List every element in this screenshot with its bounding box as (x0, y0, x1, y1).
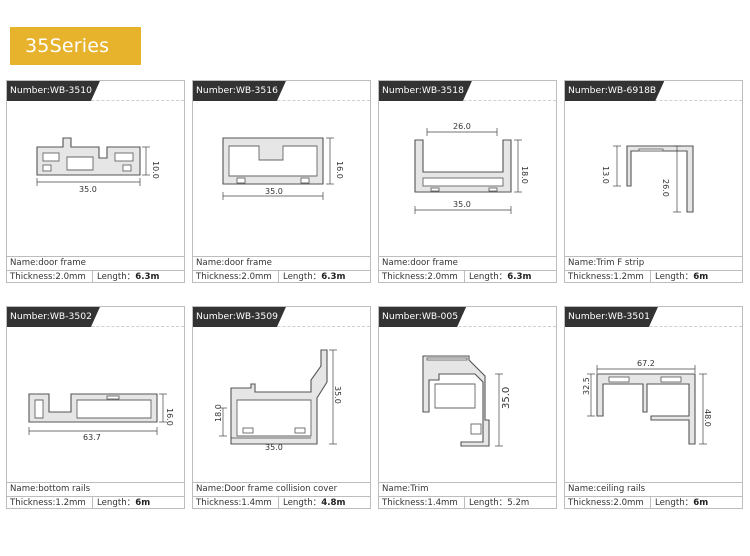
product-number: Number:WB-005 (379, 307, 466, 327)
thickness: Thickness:1.2mm (568, 272, 644, 282)
product-name: Name:door frame (193, 256, 370, 270)
product-name: Name:Trim (379, 482, 556, 496)
product-spec: Thickness:2.0mm Length：6.3m (7, 270, 184, 283)
length: Length：6m (650, 497, 708, 509)
product-spec: Thickness:1.4mm Length：5.2m (379, 496, 556, 509)
product-spec: Thickness:1.4mm Length：4.8m (193, 496, 370, 509)
product-number: Number:WB-6918B (565, 81, 664, 101)
length: Length：6.3m (464, 271, 531, 283)
dim-width: 63.7 (83, 433, 101, 442)
product-name: Name:ceiling rails (565, 482, 742, 496)
dim-width: 35.0 (265, 443, 283, 452)
product-spec: Thickness:1.2mm Length：6m (7, 496, 184, 509)
dim-top-width: 67.2 (637, 359, 655, 368)
product-name: Name:bottom rails (7, 482, 184, 496)
profile-drawing: 67.2 32.5 48.0 (565, 328, 742, 482)
product-number: Number:WB-3502 (7, 307, 100, 327)
dim-top-width: 26.0 (453, 122, 471, 131)
series-title: 35Series (10, 27, 141, 65)
thickness: Thickness:2.0mm (196, 272, 272, 282)
product-number: Number:WB-3510 (7, 81, 100, 101)
length: Length：6m (650, 271, 708, 283)
dim-short: 13.0 (601, 166, 610, 184)
thickness: Thickness:1.4mm (382, 498, 458, 508)
product-card-wb-3502[interactable]: Number:WB-3502 16.0 63.7 Name:bottom rai… (6, 306, 185, 509)
profile-drawing: 35.0 (379, 328, 556, 482)
length: Length：4.8m (278, 497, 345, 509)
length: Length：6m (92, 497, 150, 509)
dim-height: 18.0 (520, 166, 529, 184)
profile-drawing: 16.0 35.0 (193, 102, 370, 256)
product-card-wb-005[interactable]: Number:WB-005 35.0 Name:Trim Thickness:1… (378, 306, 557, 509)
card-header: Number:WB-3518 (379, 81, 556, 101)
dim-height-right: 48.0 (703, 409, 712, 427)
card-header: Number:WB-005 (379, 307, 556, 327)
product-card-wb-6918b[interactable]: Number:WB-6918B 13.0 26.0 Name:Trim F st… (564, 80, 743, 283)
product-name: Name:door frame (379, 256, 556, 270)
dim-height: 16.0 (165, 408, 174, 426)
length: Length：5.2m (464, 497, 529, 509)
dim-height-right: 35.0 (333, 386, 342, 404)
product-spec: Thickness:2.0mm Length：6m (565, 496, 742, 509)
product-number: Number:WB-3501 (565, 307, 658, 327)
profile-drawing: 10.0 35.0 (7, 102, 184, 256)
dim-height-left: 18.0 (214, 404, 223, 422)
card-header: Number:WB-3516 (193, 81, 370, 101)
dim-height: 10.0 (151, 161, 160, 179)
dim-width: 35.0 (453, 200, 471, 209)
profile-drawing: 13.0 26.0 (565, 102, 742, 256)
product-card-wb-3509[interactable]: Number:WB-3509 18.0 35.0 35.0 Name:Door … (192, 306, 371, 509)
product-number: Number:WB-3518 (379, 81, 472, 101)
thickness: Thickness:1.4mm (196, 498, 272, 508)
thickness: Thickness:2.0mm (382, 272, 458, 282)
product-spec: Thickness:2.0mm Length：6.3m (193, 270, 370, 283)
product-spec: Thickness:1.2mm Length：6m (565, 270, 742, 283)
card-header: Number:WB-3509 (193, 307, 370, 327)
profile-drawing: 16.0 63.7 (7, 328, 184, 482)
card-header: Number:WB-3501 (565, 307, 742, 327)
dim-height-left: 32.5 (582, 377, 591, 395)
profile-drawing: 26.0 18.0 35.0 (379, 102, 556, 256)
product-card-wb-3510[interactable]: Number:WB-3510 10.0 35.0 Name:door frame… (6, 80, 185, 283)
product-card-wb-3501[interactable]: Number:WB-3501 67.2 32.5 48.0 Name:ceili… (564, 306, 743, 509)
dim-width: 35.0 (79, 185, 97, 194)
product-card-wb-3516[interactable]: Number:WB-3516 16.0 35.0 Name:door frame… (192, 80, 371, 283)
product-card-wb-3518[interactable]: Number:WB-3518 26.0 18.0 35.0 Name:door … (378, 80, 557, 283)
product-name: Name:Door frame collision cover (193, 482, 370, 496)
card-header: Number:WB-6918B (565, 81, 742, 101)
thickness: Thickness:2.0mm (568, 498, 644, 508)
dim-long: 26.0 (661, 179, 670, 197)
card-header: Number:WB-3502 (7, 307, 184, 327)
length: Length：6.3m (278, 271, 345, 283)
thickness: Thickness:1.2mm (10, 498, 86, 508)
card-header: Number:WB-3510 (7, 81, 184, 101)
length: Length：6.3m (92, 271, 159, 283)
product-number: Number:WB-3509 (193, 307, 286, 327)
thickness: Thickness:2.0mm (10, 272, 86, 282)
dim-height: 16.0 (335, 161, 344, 179)
dim-width: 35.0 (265, 187, 283, 196)
dim-height: 35.0 (501, 387, 512, 409)
product-number: Number:WB-3516 (193, 81, 286, 101)
profile-drawing: 18.0 35.0 35.0 (193, 328, 370, 482)
product-name: Name:door frame (7, 256, 184, 270)
product-spec: Thickness:2.0mm Length：6.3m (379, 270, 556, 283)
product-name: Name:Trim F strip (565, 256, 742, 270)
